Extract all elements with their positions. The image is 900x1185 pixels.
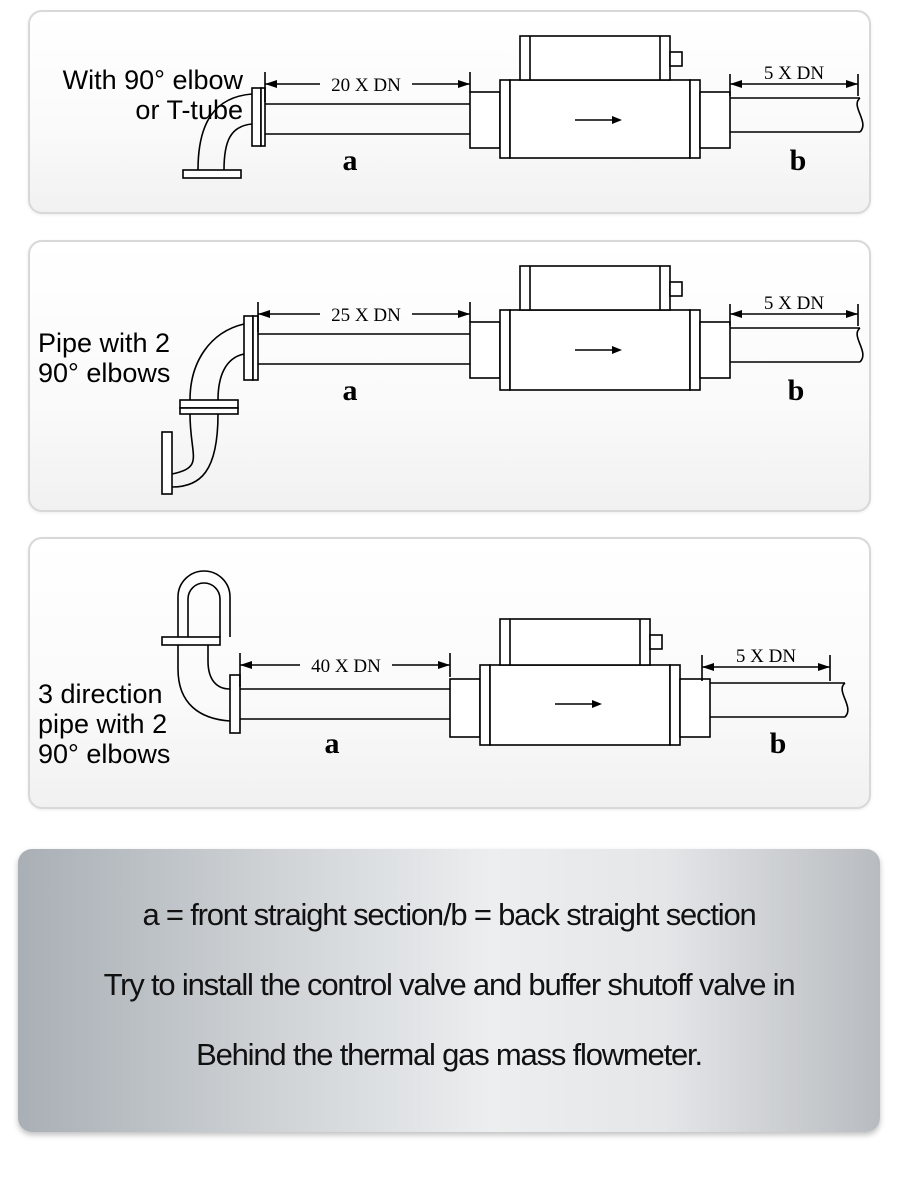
pipe-diagram-1: 20 X DN 5 X DN a b [182, 35, 864, 179]
flange-top [161, 636, 221, 646]
meter-head [519, 35, 671, 81]
front-section-label: a [343, 144, 358, 177]
notes-box: a = front straight section/b = back stra… [18, 849, 880, 1132]
meter-end-right [679, 678, 711, 738]
flange-base [182, 169, 242, 179]
diagram-panel-three-direction: 40 X DN 5 X DN a b 3 direction pipe with… [28, 537, 871, 809]
dimension-label-upstream: 25 X DN [331, 305, 401, 326]
meter-end-right [699, 91, 731, 149]
back-section-label: b [790, 144, 807, 177]
pipe-diagram-3: 40 X DN 5 X DN a b [161, 570, 849, 760]
meter-body [509, 79, 691, 159]
meter-head [519, 265, 671, 311]
meter-head [499, 618, 651, 666]
flange-bottom [161, 431, 173, 495]
flange-inlet [243, 315, 254, 381]
diagram-panel-elbow: 20 X DN 5 X DN a b With 90° elbow or T-t… [28, 10, 871, 214]
note-install-location: Behind the thermal gas mass flowmeter. [196, 1037, 703, 1072]
dimension-label-downstream: 5 X DN [736, 646, 796, 667]
panel-caption: 3 direction pipe with 2 90° elbows [38, 679, 171, 769]
elbow-inner [223, 123, 253, 171]
pipe-diagram-2: 25 X DN 5 X DN a b [161, 265, 864, 495]
loop-outer [177, 570, 231, 637]
dimension-label-downstream: 5 X DN [764, 293, 824, 314]
panel-caption: With 90° elbow or T-tube [62, 65, 243, 125]
front-section-label: a [325, 727, 340, 760]
meter-end-left [449, 678, 481, 738]
flange-middle [179, 399, 239, 409]
flange-inlet [229, 674, 241, 734]
front-section-label: a [343, 374, 358, 407]
meter-end-left [469, 321, 501, 379]
elbow-outer [189, 323, 245, 401]
flange-inlet [251, 87, 262, 147]
meter-end-right [699, 321, 731, 379]
back-section-label: b [770, 727, 787, 760]
loop-inner [187, 582, 221, 637]
elbow-outer [197, 93, 253, 171]
elbow-inner [217, 353, 245, 401]
meter-end-left [469, 91, 501, 149]
panel-caption: Pipe with 2 90° elbows [38, 328, 171, 388]
dimension-label-upstream: 40 X DN [311, 656, 381, 677]
diagram-panel-two-elbows: 25 X DN 5 X DN a b Pipe with 2 90° elbow… [28, 240, 871, 512]
back-section-label: b [788, 374, 805, 407]
meter-body [489, 664, 671, 746]
dimension-label-upstream: 20 X DN [331, 75, 401, 96]
dimension-label-downstream: 5 X DN [764, 63, 824, 84]
note-definition: a = front straight section/b = back stra… [142, 897, 756, 932]
note-install-advice: Try to install the control valve and buf… [103, 967, 796, 1002]
